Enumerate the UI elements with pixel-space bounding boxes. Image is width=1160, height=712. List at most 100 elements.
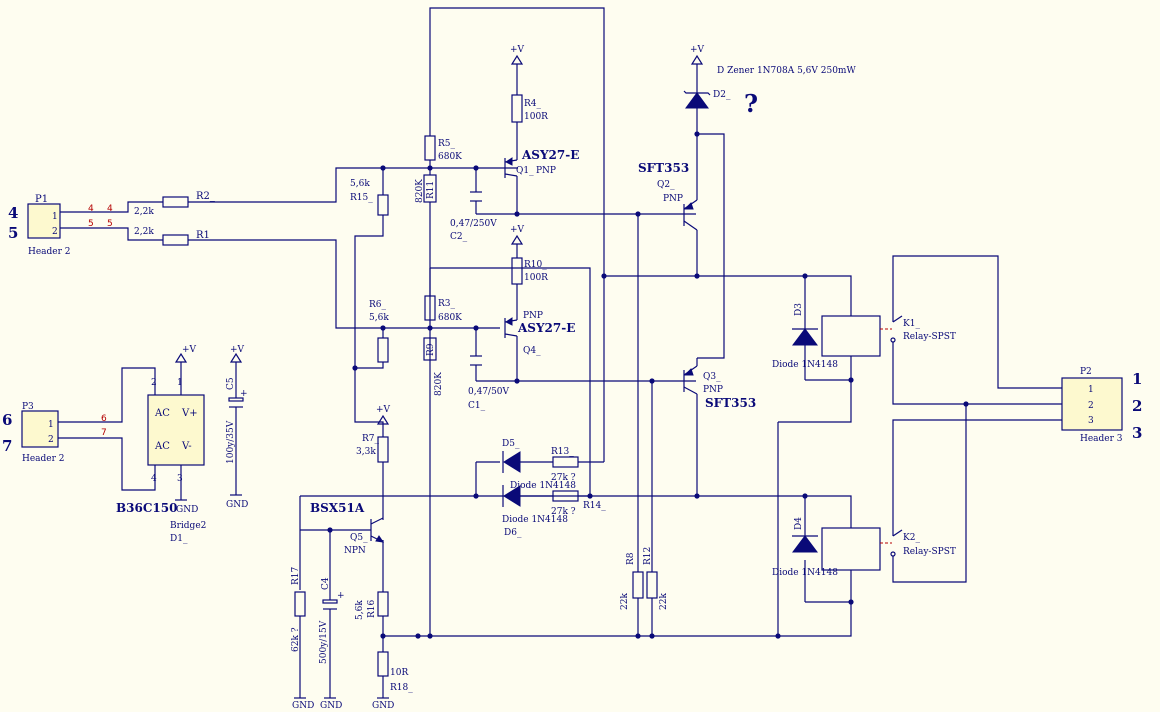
q3-part: SFT353 [705,396,756,410]
capacitor-c1: 0,47/50V C1_ [468,355,510,411]
resistor-r15: 5,6k R15_ [350,179,389,216]
capacitor-c2: 0,47/250V C2_ [450,191,497,242]
svg-text:Q2_: Q2_ [657,180,675,190]
svg-text:820K: 820K [415,179,425,203]
connector-p3: P3 Header 2 1 2 6 7 6 7 [2,402,107,464]
p3-ext-2: 7 [2,437,12,455]
transistor-q3: Q3_ PNP SFT353 [683,358,756,410]
svg-text:R11: R11 [426,181,436,199]
capacitor-c4: + C4 500y/15V [319,577,345,664]
svg-text:100y/35V: 100y/35V [226,420,236,464]
svg-text:R4_: R4_ [524,99,542,109]
resistor-r4: R4_ 100R [511,94,548,123]
q2-part: SFT353 [638,161,689,175]
svg-text:Q5_: Q5_ [350,533,368,543]
connector-p2: P2 Header 3 1 2 3 1 2 3 [1061,367,1142,444]
svg-text:Q1_: Q1_ [516,166,534,176]
svg-text:C2_: C2_ [450,232,468,242]
svg-text:1: 1 [1088,385,1094,395]
svg-text:R6_: R6_ [369,300,387,310]
svg-text:3,3k: 3,3k [356,447,376,457]
svg-text:R12: R12 [643,547,653,565]
svg-text:D5_: D5_ [502,439,520,449]
p2-ext-1: 1 [1132,370,1142,388]
vplus-r7: +V [376,405,391,425]
svg-text:R18_: R18_ [390,683,413,693]
vplus-zener: +V [690,45,705,65]
svg-text:R5_: R5_ [438,139,456,149]
svg-text:R14_: R14_ [583,501,606,511]
relay-k1: K1_ Relay-SPST [821,315,956,357]
svg-text:500y/15V: 500y/15V [319,620,329,664]
svg-text:C5: C5 [226,377,236,390]
p1-pin2: 2 [52,227,58,237]
svg-text:R7_: R7_ [362,434,380,444]
resistor-r5: R5_ 680K [424,135,462,162]
resistor-r17: R17 62k ? [291,566,306,652]
resistor-r6: R6_ 5,6k [369,300,389,363]
svg-text:27k ?: 27k ? [551,473,576,483]
svg-text:D4: D4 [794,517,804,530]
svg-text:+: + [240,389,248,399]
resistor-r13: R13_ 27k ? [551,447,579,483]
svg-text:R8: R8 [626,552,636,565]
resistor-r7: R7_ 3,3k [356,434,389,463]
svg-text:D1_: D1_ [170,534,188,544]
diode-d4: D4 Diode 1N4148 [772,517,838,578]
q5-part: BSX51A [310,501,365,515]
transistor-q2: SFT353 Q2_ PNP [638,161,698,231]
svg-text:5,6k: 5,6k [369,313,389,323]
resistor-r12: R12 22k [643,547,669,610]
svg-text:4: 4 [107,204,113,214]
svg-text:Relay-SPST: Relay-SPST [903,332,956,342]
svg-text:100R: 100R [524,273,548,283]
svg-text:R15_: R15_ [350,193,373,203]
svg-text:5,6k: 5,6k [350,179,370,189]
svg-text:C4: C4 [321,577,331,590]
gnd-symbols: GND GND GND GND GND [175,494,394,711]
svg-text:+: + [337,591,345,601]
p3-ext-1: 6 [2,411,12,429]
svg-text:Diode 1N4148: Diode 1N4148 [510,481,576,491]
svg-text:2: 2 [48,435,54,445]
transistor-q4: PNP ASY27-E Q4_ [504,311,575,356]
svg-text:100R: 100R [524,112,548,122]
p1-ext-1: 4 [8,204,18,222]
svg-text:2,2k: 2,2k [134,207,154,217]
svg-text:2,2k: 2,2k [134,227,154,237]
svg-text:GND: GND [176,505,198,515]
resistor-r1: 2,2k R1_ [134,227,215,246]
bridge-rectifier: AC AC V+ V- 2 1 4 3 B36C150 Bridge2 D1_ [116,378,206,544]
svg-text:K2_: K2_ [903,533,920,543]
svg-text:22k: 22k [659,593,669,610]
svg-text:5: 5 [88,219,94,229]
connector-p1: P1 Header 2 1 2 4 4 5 5 4 5 [8,194,113,257]
resistor-r14: 27k ? R14_ [551,490,606,517]
gnd-bridge: GND [175,499,198,515]
svg-text:GND: GND [372,701,394,711]
svg-text:R13_: R13_ [551,447,574,457]
question-mark: ? [744,89,758,118]
svg-text:680K: 680K [438,313,462,323]
svg-text:+V: +V [230,345,245,355]
resistor-r2: 2,2k R2_ [134,191,215,217]
svg-text:+V: +V [510,225,525,235]
svg-text:5,6k: 5,6k [355,600,365,620]
q4-part: ASY27-E [517,321,575,335]
svg-text:2: 2 [151,378,157,388]
svg-text:+V: +V [690,45,705,55]
svg-text:+V: +V [376,405,391,415]
vplus-q1: +V [510,45,525,65]
resistor-r16: 5,6k R16 [355,591,389,620]
p1-ext-2: 5 [8,224,18,242]
svg-text:0,47/50V: 0,47/50V [468,387,510,397]
svg-text:R16: R16 [367,599,377,618]
vplus-c5: +V [229,345,245,363]
transistor-q5: BSX51A Q5_ NPN [310,501,385,556]
svg-text:10R: 10R [390,668,408,678]
p2-ref: P2 [1080,367,1092,377]
svg-text:D Zener 1N708A 5,6V 250mW: D Zener 1N708A 5,6V 250mW [717,66,856,76]
svg-text:R2_: R2_ [196,191,215,202]
q1-part: ASY27-E [521,148,579,162]
svg-text:0,47/250V: 0,47/250V [450,219,497,229]
